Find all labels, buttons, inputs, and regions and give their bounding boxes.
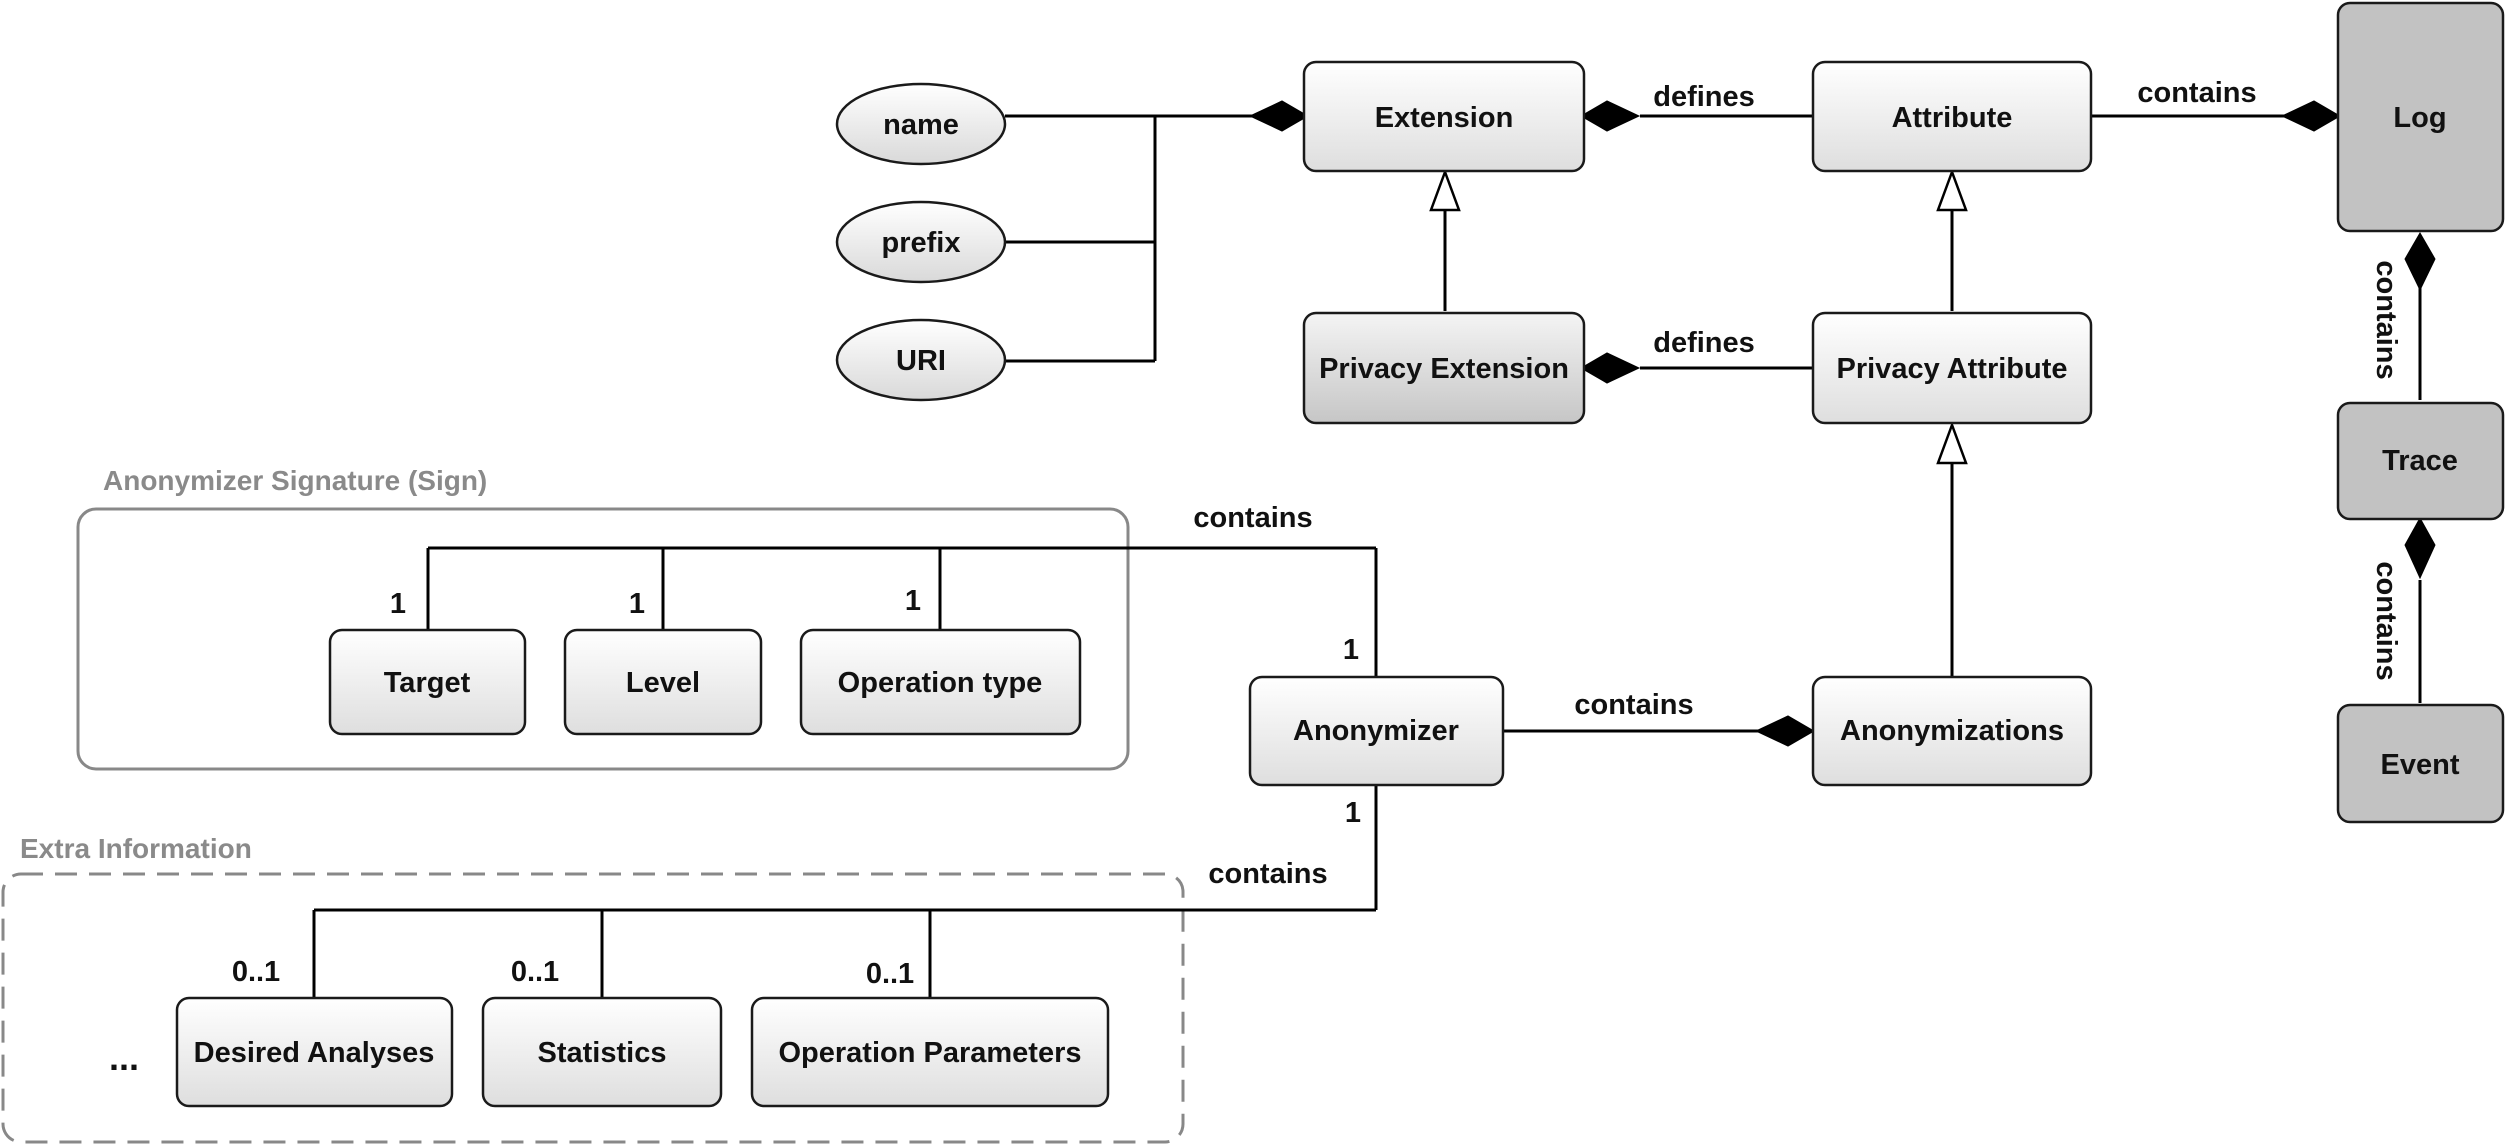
class-trace: Trace <box>2336 401 2505 521</box>
anonymizations-label: Anonymizations <box>1840 715 2064 747</box>
class-level: Level <box>563 628 763 736</box>
diamond-log <box>2280 100 2342 132</box>
multiplicity-labels: 1 1 1 1 1 0..1 0..1 0..1 <box>232 585 1361 990</box>
trace-label: Trace <box>2382 445 2458 477</box>
statistics-label: Statistics <box>538 1037 667 1069</box>
class-desired-analyses: Desired Analyses <box>175 996 454 1108</box>
target-label: Target <box>384 667 471 699</box>
diamond-extension-right <box>1579 100 1641 132</box>
triangle-extension <box>1429 168 1461 212</box>
extension-label: Extension <box>1375 102 1514 134</box>
level-label: Level <box>626 667 700 699</box>
class-attribute: Attribute <box>1811 60 2093 173</box>
edge-label-contains-log: contains <box>2137 77 2256 109</box>
diamond-extension-left <box>1248 100 1310 132</box>
extra-information-group: Extra Information <box>1 833 1185 1144</box>
ellipse-prefix-label: prefix <box>882 227 961 259</box>
edge-label-contains-sign: contains <box>1193 502 1312 534</box>
ellipse-uri: URI <box>835 318 1007 402</box>
extra-group-title: Extra Information <box>20 833 252 864</box>
class-extension: Extension <box>1302 60 1586 173</box>
operation-parameters-label: Operation Parameters <box>778 1037 1081 1069</box>
multiplicity-desired-analyses: 0..1 <box>232 956 280 988</box>
diamond-trace-bottom <box>2404 516 2436 580</box>
signature-group-title: Anonymizer Signature (Sign) <box>103 465 487 496</box>
class-privacy-attribute: Privacy Attribute <box>1811 311 2093 425</box>
event-label: Event <box>2381 749 2460 781</box>
class-log: Log <box>2336 1 2505 233</box>
class-operation-parameters: Operation Parameters <box>750 996 1110 1108</box>
edge-label-defines-extension: defines <box>1653 81 1755 113</box>
operation-type-label: Operation type <box>838 667 1043 699</box>
generalization-arrows <box>1429 168 1968 465</box>
multiplicity-target: 1 <box>390 588 406 620</box>
class-anonymizations: Anonymizations <box>1811 675 2093 787</box>
ellipse-prefix: prefix <box>835 200 1007 284</box>
class-event: Event <box>2336 703 2505 824</box>
class-operation-type: Operation type <box>799 628 1082 736</box>
edge-labels: defines defines contains contains contai… <box>1193 77 2402 890</box>
multiplicity-anonymizer-sign: 1 <box>1343 634 1359 666</box>
desired-analyses-label: Desired Analyses <box>194 1037 435 1069</box>
multiplicity-operation-type: 1 <box>905 585 921 617</box>
triangle-attribute <box>1936 168 1968 212</box>
multiplicity-level: 1 <box>629 588 645 620</box>
multiplicity-operation-parameters: 0..1 <box>866 958 914 990</box>
diamond-log-bottom <box>2404 231 2436 292</box>
edge-label-contains-event: contains <box>2370 561 2402 680</box>
diamond-anonymizations <box>1754 715 1816 747</box>
connectors <box>312 114 2422 997</box>
anonymizer-label: Anonymizer <box>1293 715 1459 747</box>
edge-label-defines-privacy: defines <box>1653 327 1755 359</box>
diamond-privacy-extension <box>1579 352 1641 384</box>
log-label: Log <box>2393 102 2446 134</box>
ellipse-name-label: name <box>883 109 959 141</box>
attribute-label: Attribute <box>1892 102 2013 134</box>
class-target: Target <box>328 628 527 736</box>
class-statistics: Statistics <box>481 996 723 1108</box>
anonymizer-signature-group: Anonymizer Signature (Sign) <box>76 465 1130 771</box>
composition-diamonds <box>1248 100 2436 747</box>
triangle-privacy-attribute <box>1936 421 1968 465</box>
privacy-extension-label: Privacy Extension <box>1319 353 1569 385</box>
ellipse-uri-label: URI <box>896 345 946 377</box>
class-anonymizer: Anonymizer <box>1248 675 1505 787</box>
more-items-ellipsis: ... <box>109 1037 139 1078</box>
edge-label-contains-extra: contains <box>1208 858 1327 890</box>
multiplicity-statistics: 0..1 <box>511 956 559 988</box>
privacy-attribute-label: Privacy Attribute <box>1837 353 2068 385</box>
ellipse-name: name <box>835 82 1007 166</box>
class-privacy-extension: Privacy Extension <box>1302 311 1586 425</box>
edge-label-contains-anonymizations: contains <box>1574 689 1693 721</box>
multiplicity-anonymizer-extra: 1 <box>1345 797 1361 829</box>
edge-label-contains-trace: contains <box>2370 260 2402 379</box>
